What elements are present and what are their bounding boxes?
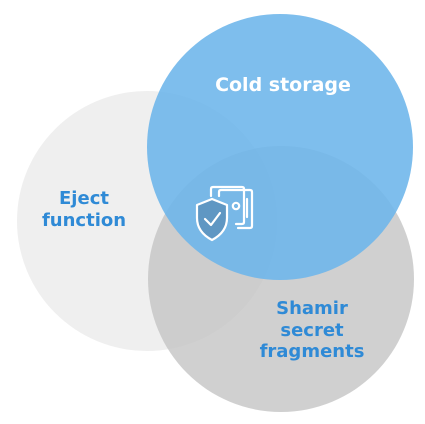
cold-storage-label-line: Cold storage xyxy=(215,74,351,96)
shamir-label-line-3: fragments xyxy=(259,341,365,363)
shamir-label: Shamir secret fragments xyxy=(232,298,392,363)
shield-with-safe-icon xyxy=(195,185,254,242)
shamir-label-line-2: secret xyxy=(280,319,344,341)
cold-storage-circle xyxy=(147,14,413,280)
eject-function-label-line-2: function xyxy=(41,209,127,231)
cold-storage-label: Cold storage xyxy=(168,74,398,97)
shamir-label-line-1: Shamir xyxy=(276,298,348,319)
eject-function-label-line-1: Eject xyxy=(59,188,109,209)
eject-function-label: Eject function xyxy=(22,188,146,231)
